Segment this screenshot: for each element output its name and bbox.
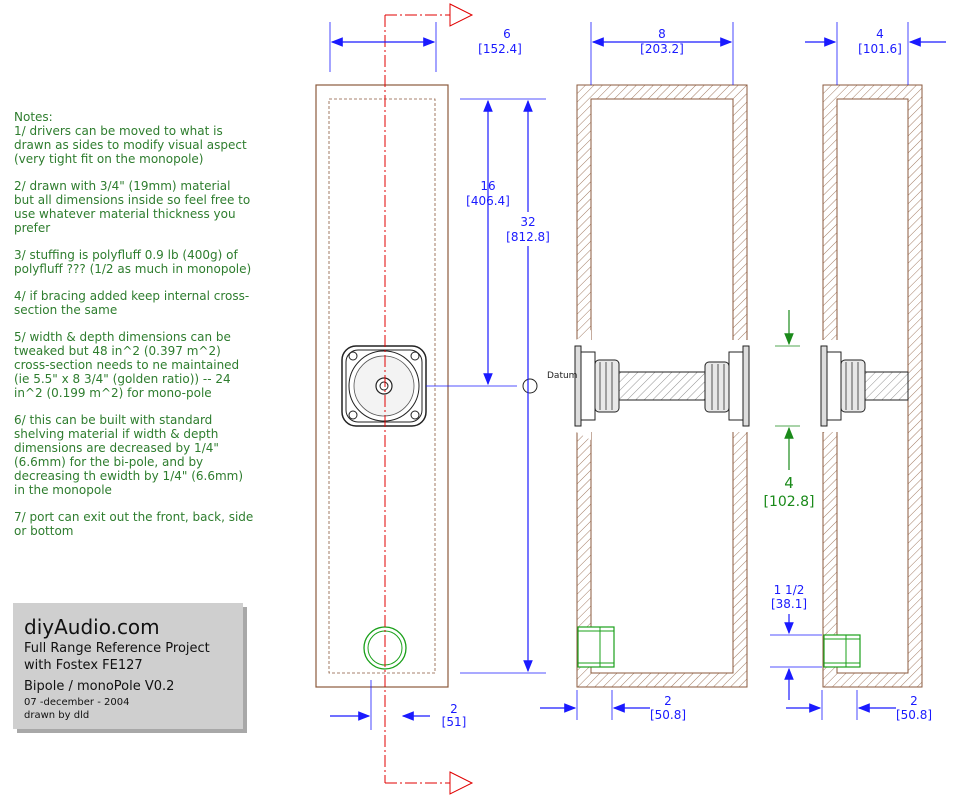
note-3: 3/ stuffing is polyfluff 0.9 lb (400g) o… — [14, 248, 252, 276]
driver-bipole-rear — [704, 345, 750, 427]
note-5: 5/ width & depth dimensions can be tweak… — [14, 330, 240, 400]
driver-bipole-front — [574, 345, 708, 427]
monopole-section — [820, 84, 923, 688]
note-7: 7/ port can exit out the front, back, si… — [14, 510, 254, 538]
dim-driver-height-mm: [406.4] — [466, 194, 510, 208]
date-label: 07 -december - 2004 — [24, 697, 130, 708]
author-label: drawn by dld — [24, 710, 90, 721]
version-label: Bipole / monoPole V0.2 — [24, 679, 175, 694]
dim-mono-port: 2 — [910, 694, 918, 708]
dim-port-height: 1 1/2 — [774, 583, 805, 597]
site-name: diyAudio.com — [24, 615, 160, 639]
datum-marker — [522, 378, 538, 394]
front-dimensions: 6 [152.4] 16 [406.4] 32 [812.8] 2 [51] — [329, 22, 556, 730]
dim-front-width-mm: [152.4] — [478, 42, 522, 56]
dim-bipole-port: 2 — [664, 694, 672, 708]
dim-mono-depth: 4 — [876, 27, 884, 41]
dim-bipole-port-mm: [50.8] — [650, 708, 686, 722]
dim-total-height-mm: [812.8] — [506, 230, 550, 244]
front-view — [315, 3, 538, 795]
bipole-dimensions: 8 [203.2] 2 [50.8] — [540, 22, 734, 722]
dim-depth-mm: [203.2] — [640, 42, 684, 56]
project-title: Full Range Reference Project — [24, 641, 210, 656]
port-monopole — [823, 634, 861, 668]
note-4: 4/ if bracing added keep internal cross-… — [14, 289, 250, 317]
dim-port-offset-mm: [51] — [442, 715, 467, 729]
dim-port-height-mm: [38.1] — [771, 597, 807, 611]
dim-driver-height: 16 — [480, 179, 495, 193]
dim-total-height: 32 — [520, 215, 535, 229]
dim-mono-depth-mm: [101.6] — [858, 42, 902, 56]
title-block: diyAudio.com Full Range Reference Projec… — [13, 603, 243, 729]
bipole-section: Datum — [547, 84, 750, 688]
driver-front — [341, 345, 427, 427]
dim-depth: 8 — [658, 27, 666, 41]
project-subtitle: with Fostex FE127 — [24, 658, 143, 673]
dim-mono-port-mm: [50.8] — [896, 708, 932, 722]
notes-block: Notes: 1/ drivers can be moved to what i… — [14, 110, 254, 551]
note-6: 6/ this can be built with standard shelv… — [14, 413, 244, 497]
port-bipole — [577, 626, 615, 668]
dim-front-width: 6 — [503, 27, 511, 41]
section-line — [384, 3, 474, 795]
monopole-dimensions: 4 [101.6] 2 [50.8] 4 [102.8] 1 1/2 [38.1… — [763, 22, 946, 722]
datum-label: Datum — [547, 371, 577, 381]
dim-driver-gap-mm: [102.8] — [763, 494, 814, 510]
dim-driver-gap: 4 — [784, 474, 794, 492]
dim-port-offset: 2 — [450, 702, 458, 716]
driver-monopole — [820, 345, 909, 427]
note-2: 2/ drawn with 3/4" (19mm) material but a… — [14, 179, 251, 235]
note-1: Notes: 1/ drivers can be moved to what i… — [14, 110, 247, 166]
